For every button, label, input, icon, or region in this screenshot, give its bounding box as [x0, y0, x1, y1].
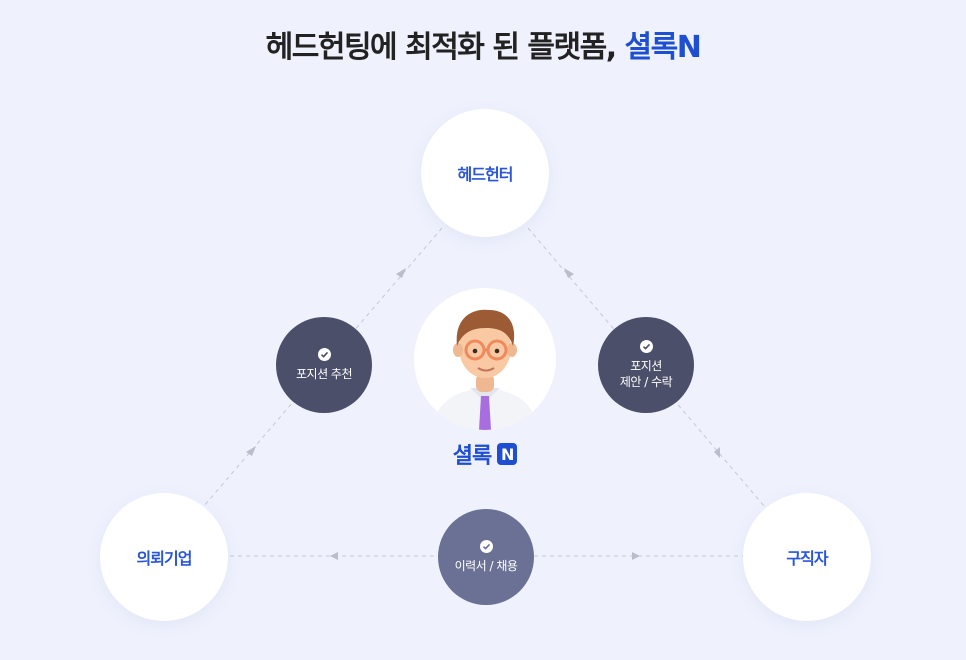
check-icon: [317, 348, 331, 361]
avatar-illustration: [432, 309, 538, 430]
node-client-label: 의뢰기업: [136, 549, 193, 568]
title-main: 헤드헌팅에 최적화 된 플랫폼,: [265, 30, 625, 65]
arrow-down-right: [714, 447, 720, 458]
arrow-right: [632, 552, 640, 560]
badge-resume-hire: 이력서 / 채용: [438, 509, 534, 605]
badge-position-offer: 포지션 제안 / 수락: [598, 317, 694, 413]
page-title: 헤드헌팅에 최적화 된 플랫폼, 셜록N: [0, 22, 966, 66]
arrow-up-left-1: [396, 268, 406, 278]
badge-position-recommend: 포지션 추천: [276, 317, 372, 413]
badge-resume-label: 이력서 / 채용: [454, 559, 518, 573]
title-accent: 셜록N: [624, 30, 702, 65]
line-headhunter-client: [203, 227, 443, 507]
badge-offer-line1: 포지션: [630, 359, 662, 373]
brand-name: 셜록: [452, 444, 492, 469]
brand-logo: 셜록 N: [418, 438, 552, 470]
badge-recommend-label: 포지션 추천: [295, 367, 353, 381]
node-seeker-label: 구직자: [786, 549, 828, 568]
check-icon: [639, 340, 653, 353]
arrow-up-right-1: [564, 268, 574, 278]
avatar-circle: [414, 288, 556, 430]
arrow-left: [330, 552, 338, 560]
node-headhunter: 헤드헌터: [421, 109, 549, 237]
node-seeker: 구직자: [743, 493, 871, 621]
badge-offer-line2: 제안 / 수락: [619, 375, 673, 389]
node-headhunter-label: 헤드헌터: [457, 165, 514, 184]
arrow-up-left-2: [246, 446, 256, 456]
node-client: 의뢰기업: [100, 493, 228, 621]
check-icon: [479, 540, 493, 553]
n-logo-icon: N: [497, 443, 518, 465]
